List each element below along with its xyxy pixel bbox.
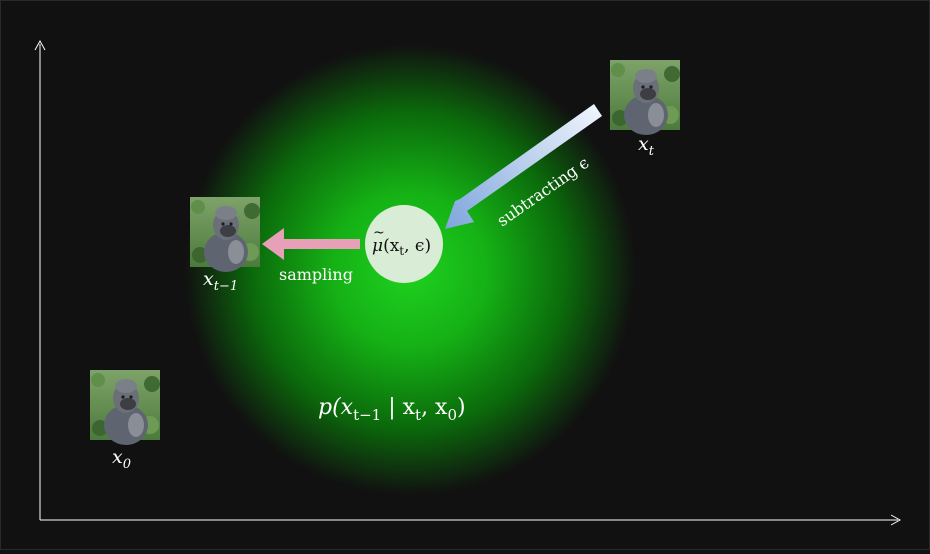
x-axis-arrowhead xyxy=(890,514,902,526)
label-xt-minus-1: xt−1 xyxy=(203,268,238,294)
gorilla-photo-xt-minus-1 xyxy=(190,197,260,272)
mean-label: μ(xt, ϵ) xyxy=(372,236,431,258)
image-xt: xt xyxy=(610,60,680,159)
axes xyxy=(34,39,902,526)
sampling-arrow-shape xyxy=(262,228,360,260)
label-x0: x0 xyxy=(112,446,131,472)
sampling-label: sampling xyxy=(279,265,353,284)
gorilla-photo-xt xyxy=(610,60,680,135)
sampling-arrow: sampling xyxy=(262,228,360,284)
mean-tilde: ~ xyxy=(373,225,385,241)
y-axis-arrowhead xyxy=(34,39,46,51)
posterior-label: p(xt−1 | xt, x0) xyxy=(318,395,466,424)
gorilla-photo-x0 xyxy=(90,370,160,445)
image-xt-minus-1: xt−1 xyxy=(190,197,260,294)
mean-node: μ(xt, ϵ) ~ xyxy=(365,205,443,283)
image-x0: x0 xyxy=(90,370,160,472)
subtracting-arrow-shape xyxy=(445,104,602,229)
label-xt: xt xyxy=(638,133,655,159)
mean-circle xyxy=(365,205,443,283)
